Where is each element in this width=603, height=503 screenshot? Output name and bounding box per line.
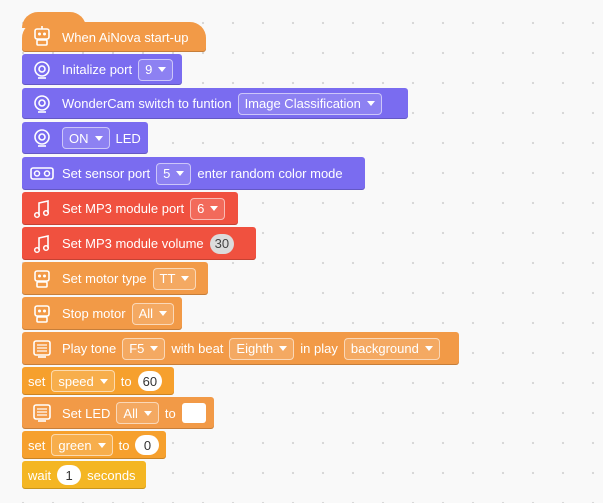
sensor-port-block[interactable]: Set sensor port 5 enter random color mod… [22,157,365,190]
chevron-down-icon [99,378,108,384]
robot-icon [28,23,56,51]
block-label: Set LED [62,405,111,421]
camera-icon [28,90,56,118]
camera-icon [28,56,56,84]
chevron-down-icon [181,276,190,281]
set-speed-block[interactable]: set speed to 60 [22,367,174,395]
camera-icon [28,124,56,152]
block-label: wait [28,467,52,483]
block-label: Initalize port [62,62,133,77]
motor-target-dropdown[interactable]: All [131,302,175,325]
tone-dropdown[interactable]: F5 [122,337,166,360]
block-label: Play tone [62,341,117,356]
block-label-play: in play [300,341,338,356]
block-label-suffix: enter random color mode [197,166,343,181]
port-dropdown[interactable]: 9 [138,58,174,81]
variable-dropdown[interactable]: speed [51,370,115,392]
music-note-icon [28,230,56,258]
block-label-to: to [164,405,176,421]
block-label: LED [115,130,141,146]
variable-dropdown[interactable]: green [51,434,113,456]
wondercam-switch-block[interactable]: WonderCam switch to funtion Image Classi… [22,88,408,119]
chevron-down-icon [176,171,185,176]
set-led-block[interactable]: Set LED All to [22,397,214,429]
chevron-down-icon [424,346,433,351]
display-icon [28,399,56,427]
block-label: Set sensor port [62,166,151,181]
motor-type-dropdown[interactable]: TT [152,267,197,290]
block-label-beat: with beat [171,341,224,356]
block-label: Set motor type [62,271,147,286]
block-label: set [28,437,46,453]
robot-icon [28,265,56,293]
play-tone-block[interactable]: Play tone F5 with beat Eighth in play ba… [22,332,459,365]
display-icon [28,335,56,363]
mp3-volume-block[interactable]: Set MP3 module volume 30 [22,227,256,260]
robot-icon [28,300,56,328]
block-label: set [28,373,46,389]
color-swatch[interactable] [181,403,206,423]
block-label: Set MP3 module port [62,201,185,216]
play-mode-dropdown[interactable]: background [343,337,440,360]
chevron-down-icon [159,311,168,316]
chevron-down-icon [366,101,375,106]
set-green-block[interactable]: set green to 0 [22,431,166,459]
value-input[interactable]: 0 [135,435,160,455]
led-state-dropdown[interactable]: ON [62,127,110,149]
block-label: When AiNova start-up [62,29,189,45]
block-label-to: to [118,437,130,453]
function-dropdown[interactable]: Image Classification [237,92,382,115]
value-input[interactable]: 60 [137,371,163,391]
chevron-down-icon [158,67,167,72]
init-port-block[interactable]: Initalize port 9 [22,54,182,85]
motor-type-block[interactable]: Set motor type TT [22,262,208,295]
block-label: Set MP3 module volume [62,236,204,251]
chevron-down-icon [143,410,152,416]
chevron-down-icon [97,442,106,448]
block-label: Stop motor [62,306,126,321]
port-dropdown[interactable]: 5 [156,162,192,185]
led-toggle-block[interactable]: ON LED [22,122,148,154]
block-label-unit: seconds [87,467,136,483]
chevron-down-icon [279,346,288,351]
stop-motor-block[interactable]: Stop motor All [22,297,182,330]
seconds-input[interactable]: 1 [57,465,82,485]
block-label: WonderCam switch to funtion [62,96,232,111]
mp3-port-block[interactable]: Set MP3 module port 6 [22,192,238,225]
volume-input[interactable]: 30 [209,233,235,254]
block-label-to: to [120,373,132,389]
sensor-icon [28,160,56,188]
beat-dropdown[interactable]: Eighth [229,337,295,360]
wait-block[interactable]: wait 1 seconds [22,461,146,489]
port-dropdown[interactable]: 6 [190,197,226,220]
chevron-down-icon [210,206,219,211]
chevron-down-icon [150,346,159,351]
led-target-dropdown[interactable]: All [116,402,159,424]
when-start-block[interactable]: When AiNova start-up [22,22,206,52]
chevron-down-icon [94,135,103,141]
music-note-icon [28,195,56,223]
